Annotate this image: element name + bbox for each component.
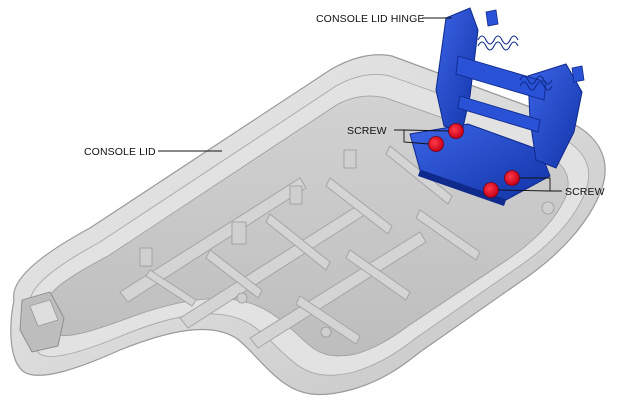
label-console-lid: CONSOLE LID (84, 146, 156, 158)
label-console-lid-hinge: CONSOLE LID HINGE (316, 13, 424, 25)
screw-2 (428, 136, 444, 152)
leader-screw-left-bottom (403, 130, 430, 145)
label-screw-right: SCREW (565, 186, 605, 198)
hinge-spring-left (477, 35, 519, 51)
hinge-spring-right (519, 75, 553, 91)
hinge-cross-bracket (455, 55, 547, 101)
console-lid (10, 54, 606, 396)
screw-4 (483, 182, 499, 198)
lid-latch (19, 291, 65, 353)
leader-screw-right-top (519, 177, 551, 191)
screw-set (428, 123, 520, 198)
screw-3 (504, 170, 520, 186)
console-lid-hinge (409, 7, 585, 206)
leader-screw-right-bottom (497, 189, 562, 192)
lid-bosses (139, 149, 555, 338)
leader-lines (158, 17, 562, 192)
internal-ribs (119, 145, 481, 349)
label-screw-left: SCREW (347, 125, 387, 137)
screw-1 (448, 123, 464, 139)
